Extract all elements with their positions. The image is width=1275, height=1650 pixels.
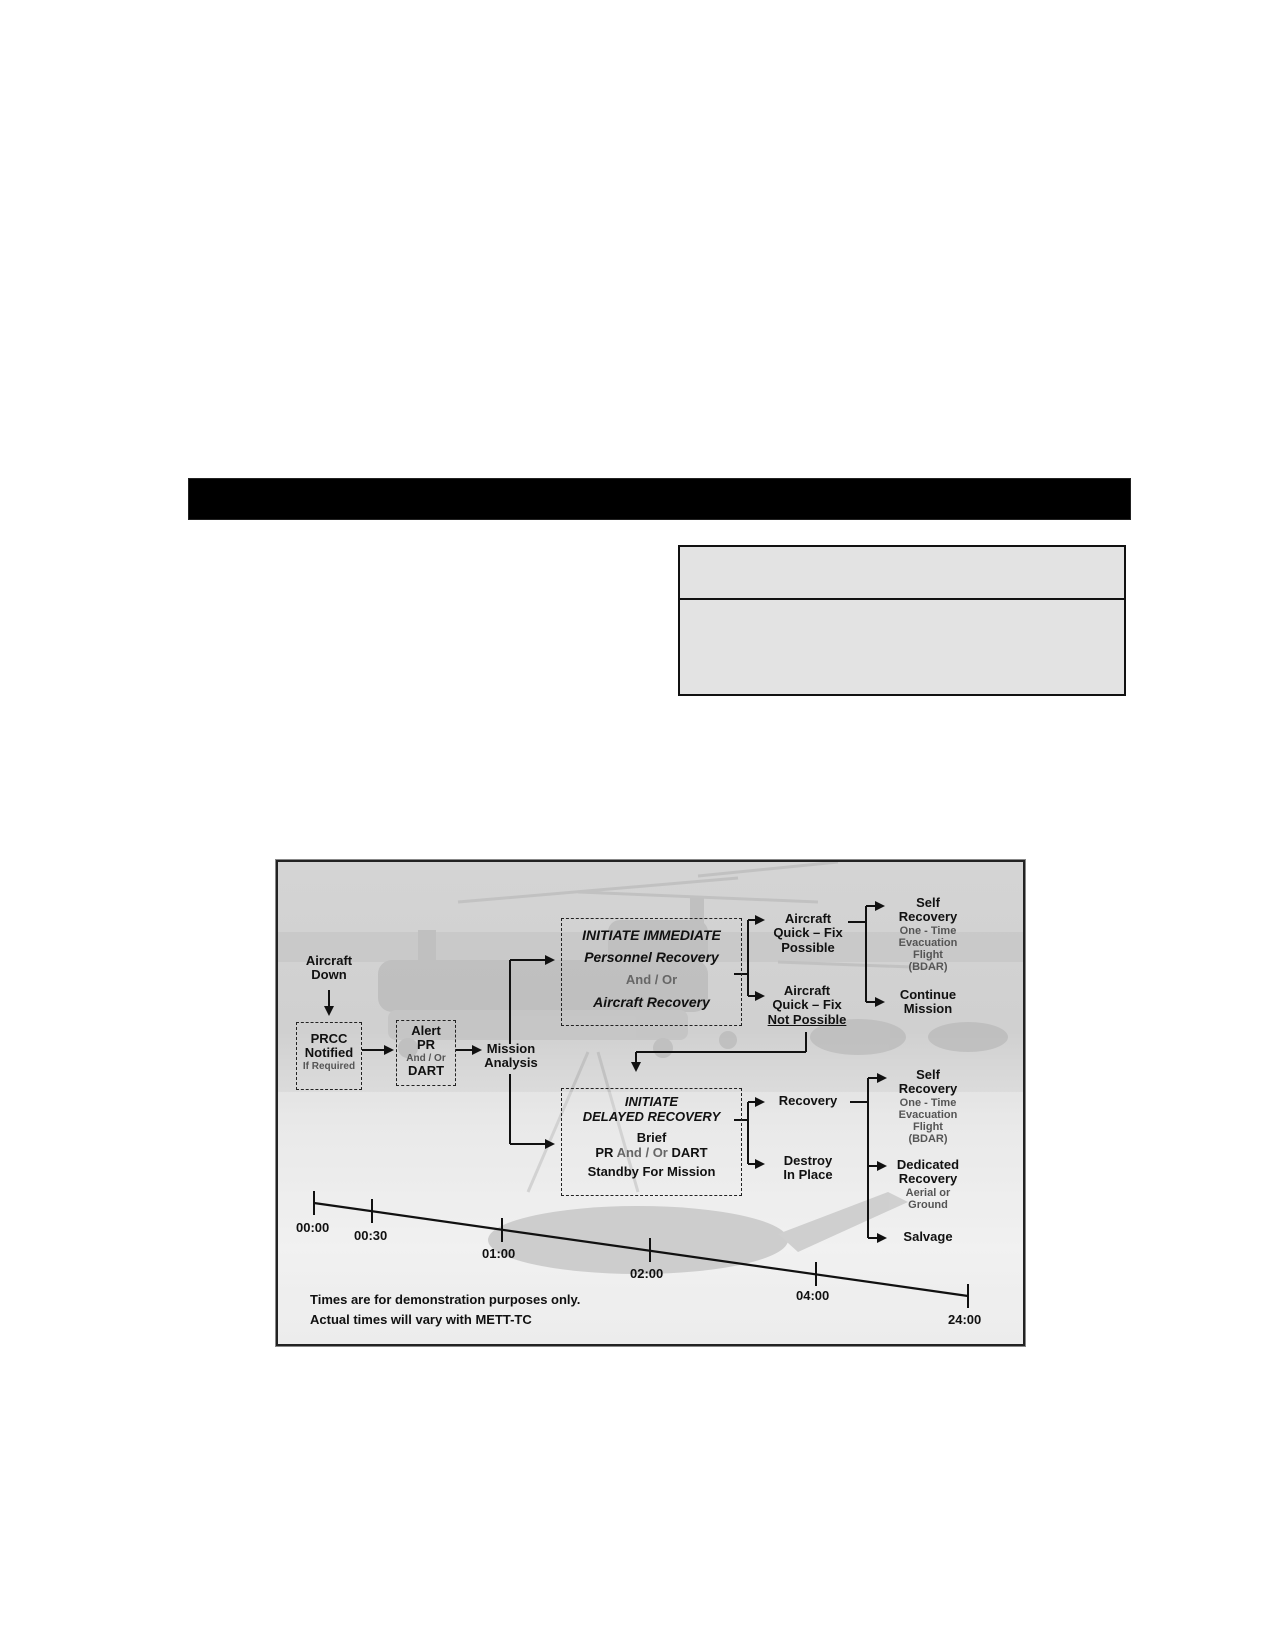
alert-line1: Alert bbox=[411, 1023, 441, 1038]
recovery-label: Recovery bbox=[768, 1093, 848, 1108]
prcc-note: If Required bbox=[302, 1060, 356, 1072]
self-recovery-top-sub1: One - Time bbox=[899, 924, 957, 937]
qf-not-line3: Not Possible bbox=[767, 1011, 847, 1027]
dedicated-sub1: Aerial or bbox=[905, 1186, 951, 1199]
timeline-tick-2400: 24:00 bbox=[948, 1312, 982, 1327]
delayed-dart: DART bbox=[671, 1145, 708, 1160]
delayed-pr: PR bbox=[595, 1145, 614, 1160]
alert-line2: PR bbox=[416, 1037, 436, 1053]
dedicated-line2: Recovery bbox=[898, 1171, 958, 1187]
timeline-tick-0030: 00:30 bbox=[354, 1228, 388, 1243]
destroy-line2: In Place bbox=[783, 1167, 833, 1183]
self-recovery-bottom-sub2: Evacuation bbox=[898, 1108, 958, 1121]
dedicated-sub2: Ground bbox=[908, 1198, 948, 1211]
qf-not-line2: Quick – Fix bbox=[772, 997, 842, 1013]
initiate-delayed-box bbox=[561, 1088, 742, 1196]
salvage-text: Salvage bbox=[903, 1229, 953, 1244]
dedicated-line1: Dedicated bbox=[896, 1157, 960, 1172]
alert-box bbox=[396, 1020, 456, 1086]
immediate-connector: And / Or bbox=[625, 972, 678, 987]
continue-mission-line1: Continue bbox=[899, 987, 957, 1002]
self-recovery-bottom-label: Self Recovery One - Time Evacuation Flig… bbox=[888, 1067, 968, 1145]
qf-not-line1: Aircraft bbox=[783, 983, 831, 998]
recovery-timeline-figure: Aircraft Down PRCC Notified If Required … bbox=[276, 860, 1025, 1346]
aircraft-down-label: Aircraft Down bbox=[296, 953, 362, 983]
continue-mission-label: Continue Mission bbox=[888, 987, 968, 1017]
alert-line3: DART bbox=[407, 1062, 445, 1078]
mission-analysis-label: Mission Analysis bbox=[478, 1041, 544, 1071]
self-recovery-top-sub2: Evacuation bbox=[898, 936, 958, 949]
self-recovery-bottom-sub1: One - Time bbox=[899, 1096, 957, 1109]
initiate-delayed-label: INITIATE DELAYED RECOVERY Brief PR And /… bbox=[561, 1094, 742, 1179]
mission-analysis-line1: Mission bbox=[486, 1041, 536, 1056]
aircraft-down-line2: Down bbox=[311, 967, 347, 983]
self-recovery-top-line2: Recovery bbox=[898, 909, 958, 925]
delayed-title2: DELAYED RECOVERY bbox=[582, 1109, 721, 1124]
timing-disclaimer: Times are for demonstration purposes onl… bbox=[310, 1290, 580, 1330]
self-recovery-top-label: Self Recovery One - Time Evacuation Flig… bbox=[888, 895, 968, 973]
qf-possible-line2: Quick – Fix bbox=[773, 925, 843, 941]
self-recovery-top-line1: Self bbox=[916, 895, 940, 910]
info-table bbox=[678, 545, 1126, 696]
destroy-in-place-label: Destroy In Place bbox=[768, 1153, 848, 1183]
aircraft-down-line1: Aircraft bbox=[305, 953, 353, 968]
delayed-brief: Brief bbox=[636, 1130, 667, 1145]
timeline-tick-0000: 00:00 bbox=[296, 1220, 330, 1235]
delayed-standby: Standby For Mission bbox=[587, 1164, 716, 1179]
salvage-label: Salvage bbox=[888, 1229, 968, 1244]
recovery-text: Recovery bbox=[778, 1093, 838, 1108]
continue-mission-line2: Mission bbox=[903, 1001, 953, 1017]
alert-label: Alert PR And / Or DART bbox=[396, 1023, 456, 1078]
info-table-header-row bbox=[680, 547, 1124, 600]
self-recovery-bottom-line2: Recovery bbox=[898, 1081, 958, 1097]
self-recovery-bottom-line1: Self bbox=[916, 1067, 940, 1082]
self-recovery-top-sub4: (BDAR) bbox=[908, 960, 948, 973]
destroy-line1: Destroy bbox=[783, 1153, 833, 1168]
alert-connector: And / Or bbox=[406, 1052, 446, 1064]
prcc-line1: PRCC bbox=[310, 1031, 348, 1046]
immediate-title: INITIATE IMMEDIATE bbox=[582, 927, 721, 943]
immediate-line1: Personnel Recovery bbox=[584, 949, 719, 965]
delayed-title1: INITIATE bbox=[624, 1094, 679, 1109]
qf-possible-line1: Aircraft bbox=[784, 911, 832, 926]
qf-possible-line3: Possible bbox=[781, 939, 835, 955]
self-recovery-bottom-sub3: Flight bbox=[913, 1120, 943, 1133]
mission-analysis-line2: Analysis bbox=[484, 1055, 538, 1071]
initiate-immediate-label: INITIATE IMMEDIATE Personnel Recovery An… bbox=[561, 924, 742, 1013]
disclaimer-line2: Actual times will vary with METT-TC bbox=[310, 1312, 532, 1327]
timeline-tick-0400: 04:00 bbox=[796, 1288, 830, 1303]
immediate-line2: Aircraft Recovery bbox=[593, 994, 710, 1010]
self-recovery-bottom-sub4: (BDAR) bbox=[908, 1132, 948, 1145]
self-recovery-top-sub3: Flight bbox=[913, 948, 943, 961]
section-header-bar bbox=[188, 478, 1131, 520]
prcc-line2: Notified bbox=[304, 1045, 354, 1061]
quick-fix-possible-label: Aircraft Quick – Fix Possible bbox=[768, 911, 848, 955]
quick-fix-not-possible-label: Aircraft Quick – Fix Not Possible bbox=[760, 983, 854, 1027]
delayed-connector: And / Or bbox=[616, 1145, 668, 1160]
prcc-notified-label: PRCC Notified If Required bbox=[296, 1031, 362, 1072]
helicopter-background-image bbox=[278, 862, 1023, 1344]
timeline-tick-0100: 01:00 bbox=[482, 1246, 516, 1261]
initiate-immediate-box bbox=[561, 918, 742, 1026]
info-table-body-row bbox=[680, 600, 1124, 696]
prcc-notified-box bbox=[296, 1022, 362, 1090]
timeline-tick-0200: 02:00 bbox=[630, 1266, 664, 1281]
dedicated-recovery-label: Dedicated Recovery Aerial or Ground bbox=[884, 1157, 972, 1211]
disclaimer-line1: Times are for demonstration purposes onl… bbox=[310, 1292, 581, 1307]
